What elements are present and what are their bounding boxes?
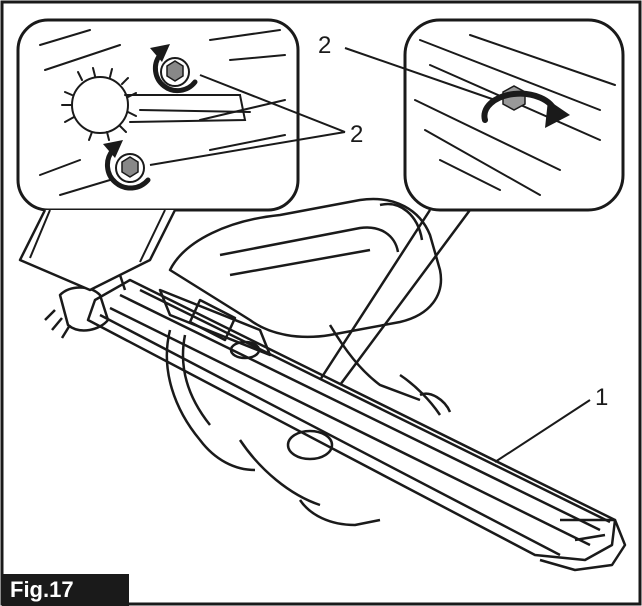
callout-bolt-right: 2: [318, 32, 331, 59]
callout-magazine: 1: [595, 384, 608, 411]
bolt-lower: [121, 156, 139, 178]
magazine-rail: [86, 278, 627, 572]
figure-label: Fig.17: [10, 577, 74, 602]
right-inset: [318, 18, 625, 386]
bolt-upper: [166, 60, 184, 82]
callout-bolts-left: 2: [350, 121, 363, 148]
figure-label-box: [2, 574, 129, 606]
leader-lines: [149, 47, 591, 463]
left-inset: [16, 18, 300, 292]
rotate-arrow-icon: [104, 52, 198, 191]
